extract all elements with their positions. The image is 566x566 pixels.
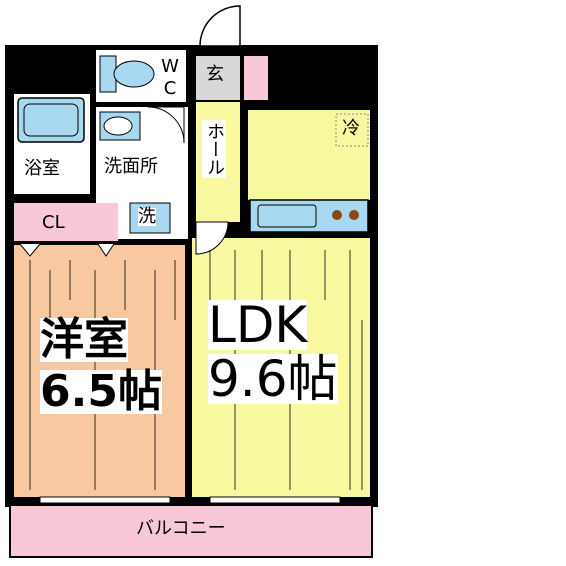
washroom-label: 洗面所	[104, 156, 158, 177]
ldk-window	[209, 496, 341, 504]
stove-burner-2	[349, 210, 359, 220]
western-room-size: 6.5帖	[40, 366, 162, 417]
closet-area	[14, 203, 118, 241]
balcony-label: バルコニー	[136, 518, 226, 539]
western-window	[39, 496, 171, 504]
basin-bowl	[103, 116, 133, 136]
toilet-bowl	[113, 60, 155, 88]
ldk-size: 9.6帖	[208, 350, 338, 408]
washer-label: 洗	[138, 206, 156, 227]
bathtub-inner	[23, 103, 79, 137]
fridge-label: 冷	[342, 118, 360, 139]
stove-burner-1	[332, 210, 342, 220]
closet-label: CL	[42, 212, 65, 233]
shoe-box	[244, 56, 268, 100]
ldk-door	[195, 221, 229, 255]
ldk-name: LDK	[208, 296, 308, 354]
washroom-door	[147, 106, 185, 144]
genkan-label: 玄	[206, 64, 224, 85]
bath-label: 浴室	[24, 158, 60, 179]
wc-label: W C	[160, 56, 180, 100]
entrance-door	[199, 5, 241, 47]
western-room-name: 洋室	[40, 314, 128, 365]
wc-text: W C	[161, 56, 179, 99]
kitchen-sink	[257, 204, 317, 228]
hall-text: ホール	[204, 122, 225, 176]
hall-label: ホール	[202, 120, 226, 178]
closet-door-marks	[19, 243, 115, 257]
